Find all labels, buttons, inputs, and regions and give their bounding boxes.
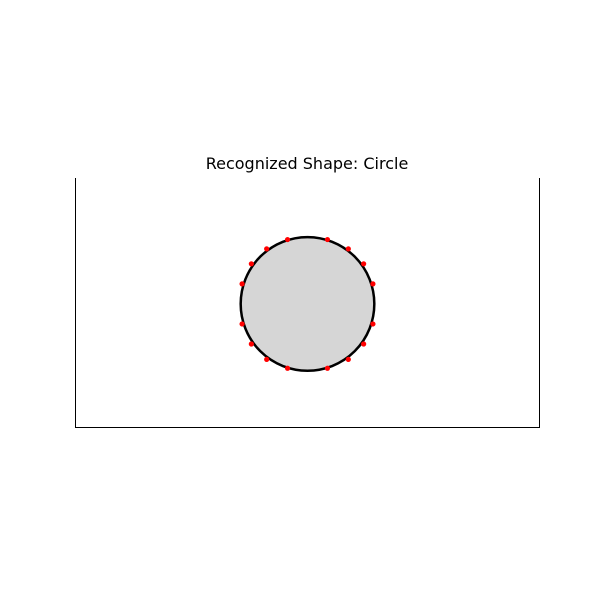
data-point [370,321,376,327]
data-point [324,236,331,243]
chart-title: Recognized Shape: Circle [206,154,409,173]
data-point [361,341,367,347]
plot-area [75,178,540,428]
data-point [370,281,376,287]
data-point [239,281,245,287]
data-point [324,365,331,371]
data-point [264,356,270,363]
recognized-circle [239,235,376,372]
data-point [361,261,367,267]
data-point [345,246,351,252]
data-point [248,341,254,347]
data-point [284,236,291,243]
data-point [345,356,351,363]
data-point [264,246,270,252]
data-point [284,365,291,371]
data-point [239,321,245,327]
data-point [248,261,254,267]
chart-marks [239,235,376,372]
